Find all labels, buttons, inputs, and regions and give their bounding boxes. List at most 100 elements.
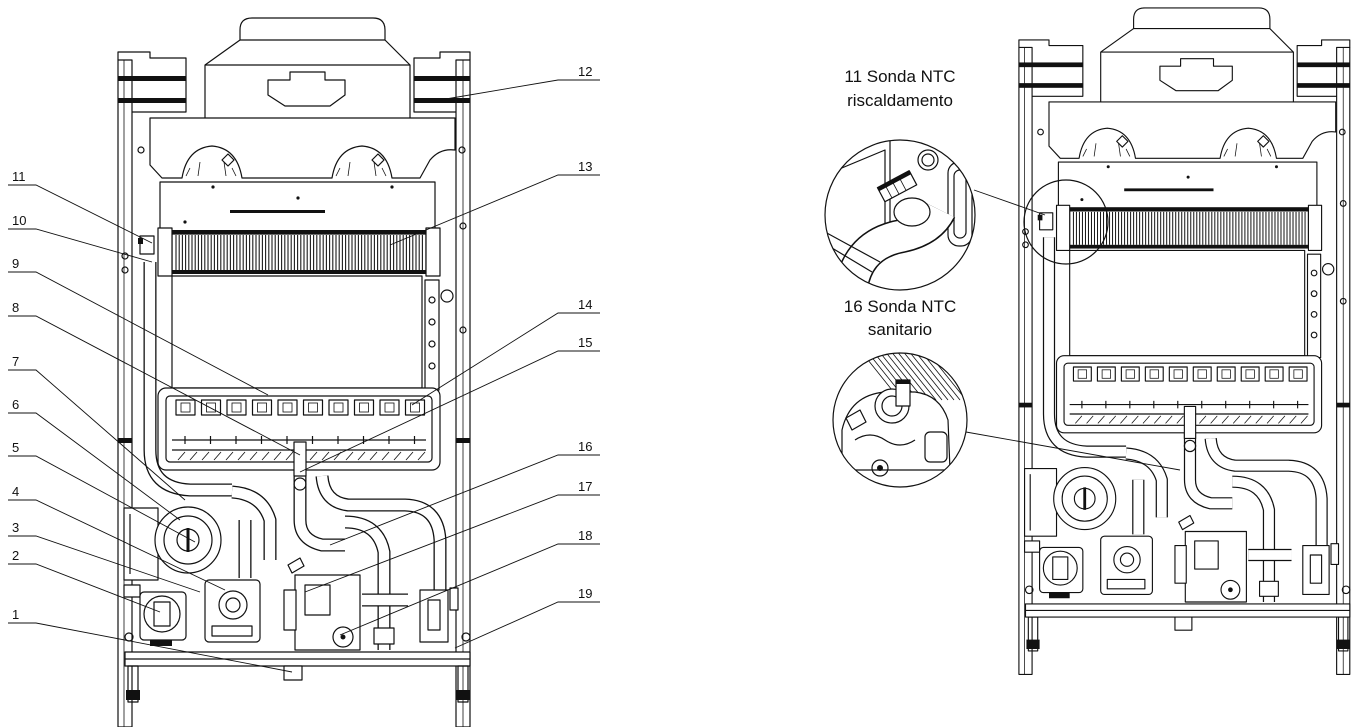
callout-label: 4 (12, 484, 19, 499)
callouts-left: 11 10 9 8 7 6 5 4 (8, 169, 301, 673)
callout-label: 1 (12, 607, 19, 622)
callout-11: 11 (8, 169, 153, 244)
boiler-drawing (117, 17, 471, 727)
callout-label: 11 (12, 169, 26, 184)
burner-hatch-line (201, 451, 210, 461)
callout-10: 10 (8, 213, 153, 263)
burner-nozzle (277, 399, 298, 416)
callout-label: 10 (12, 213, 26, 228)
magnified-dhw-sensor (833, 350, 1026, 487)
callout-9: 9 (8, 256, 269, 396)
callout-label: 3 (12, 520, 19, 535)
burner-hatch-line (273, 451, 282, 461)
detail-title: 11 Sonda NTC (844, 67, 955, 86)
callout-1: 1 (8, 607, 293, 673)
detail-subtitle: riscaldamento (847, 91, 953, 110)
burner-hatch-line (417, 451, 426, 461)
callout-12: 12 (439, 64, 600, 101)
callouts-right: 12 13 14 15 16 17 18 19 (299, 64, 600, 649)
pipe-inner (231, 486, 276, 560)
fan-flange (137, 117, 466, 179)
burner-hatch-line (381, 451, 390, 461)
diverter-valve-motor (139, 591, 187, 646)
burner-hatch-line (393, 451, 402, 461)
burner-nozzle-inner (282, 402, 293, 413)
burner-hatch-line (249, 451, 258, 461)
callout-17: 17 (304, 479, 600, 593)
burner-hatch-line (237, 451, 246, 461)
callout-5: 5 (8, 440, 196, 543)
burner-hatch-line (309, 451, 318, 461)
callout-13: 13 (389, 159, 600, 246)
burner-hatch-line (345, 451, 354, 461)
burner-hatch-line (285, 451, 294, 461)
burner-nozzle-inner (180, 402, 191, 413)
burner-hatch-line (213, 451, 222, 461)
burner-nozzle-inner (384, 402, 395, 413)
burner-nozzle (353, 399, 375, 416)
plate-fin (889, 353, 931, 401)
callout-14: 14 (411, 297, 600, 406)
boiler-drawing-right (1019, 8, 1350, 674)
plate-fin (986, 350, 1026, 400)
burner-nozzle (379, 399, 400, 416)
burner-nozzle-inner (308, 402, 318, 413)
burner-hatch-line (369, 451, 378, 461)
burner-nozzles (175, 399, 426, 444)
combustion-chamber (171, 275, 454, 391)
bottom-frame (124, 632, 471, 703)
burner-hatch-line (225, 451, 234, 461)
callout-label: 12 (578, 64, 592, 79)
burner-hatch-line (261, 451, 270, 461)
gas-valve (283, 557, 361, 651)
right-side-rail (413, 51, 471, 727)
detail-dhw-sensor: 16 Sonda NTC sanitario (832, 297, 1181, 488)
callout-label: 8 (12, 300, 19, 315)
exchanger-fins (175, 235, 423, 270)
plate-fin (955, 353, 967, 401)
burner-hatch-line (177, 451, 186, 461)
callout-label: 7 (12, 354, 19, 369)
pipe-inner (344, 516, 390, 650)
detail-title: 16 Sonda NTC (844, 297, 956, 316)
burner-hatch-line (357, 451, 366, 461)
flow-switch (204, 579, 261, 643)
burner-nozzle (251, 399, 273, 416)
callout-label: 2 (12, 548, 19, 563)
callout-label: 5 (12, 440, 19, 455)
callout-label: 6 (12, 397, 19, 412)
callout-16: 16 (329, 439, 600, 546)
burner-nozzle-inner (206, 402, 216, 413)
callout-label: 19 (578, 586, 592, 601)
callout-7: 7 (8, 354, 186, 501)
callout-label: 13 (578, 159, 592, 174)
plate-fin (961, 353, 967, 401)
callout-label: 9 (12, 256, 19, 271)
burner-nozzle (404, 399, 426, 416)
detail-heating-sensor: 11 Sonda NTC riscaldamento (824, 67, 1109, 291)
burner-nozzle (226, 399, 247, 416)
burner-nozzle-inner (257, 402, 267, 413)
left-side-rail (117, 51, 187, 727)
flue-hood (204, 17, 411, 131)
callout-6: 6 (8, 397, 181, 521)
burner-hatch (177, 451, 426, 461)
callout-2: 2 (8, 548, 161, 613)
callout-label: 18 (578, 528, 592, 543)
plate-fin (901, 353, 943, 401)
burner (157, 387, 441, 491)
plate-fin (883, 353, 925, 401)
callout-label: 15 (578, 335, 592, 350)
callout-3: 3 (8, 520, 201, 593)
water-connections (373, 587, 459, 645)
callout-19: 19 (454, 586, 600, 649)
callout-18: 18 (339, 528, 600, 636)
burner-nozzle (328, 399, 349, 416)
burner-nozzle (200, 399, 222, 416)
callout-4: 4 (8, 484, 226, 591)
burner-nozzle (302, 399, 324, 416)
plate-fin (895, 353, 937, 401)
burner-nozzle-inner (333, 402, 344, 413)
burner-hatch-line (189, 451, 198, 461)
